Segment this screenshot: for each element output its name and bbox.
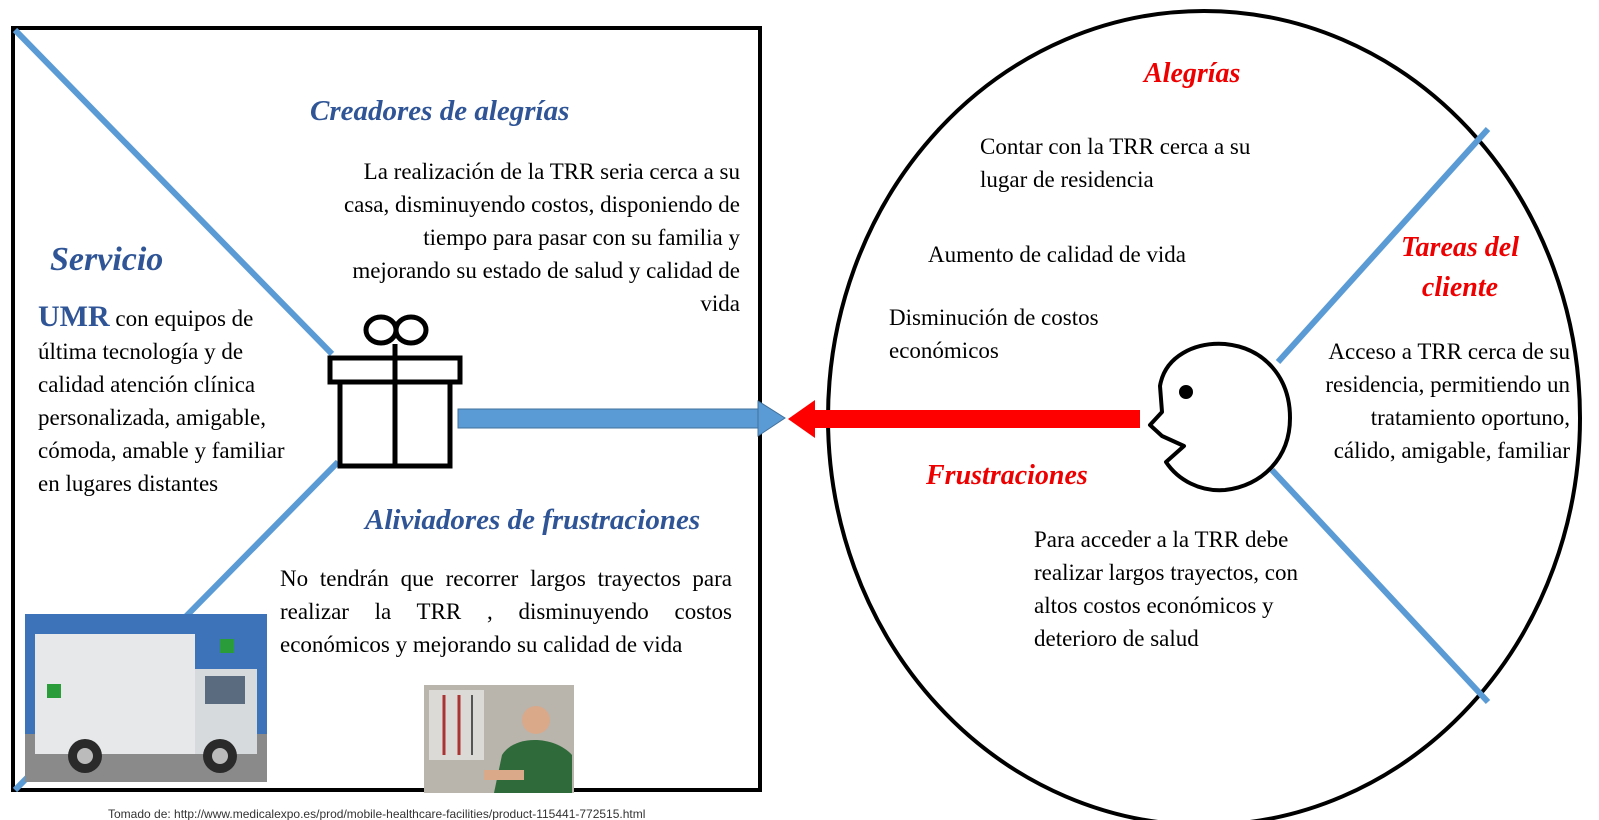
gain-creators-text: La realización de la TRR seria cerca a s…: [343, 159, 740, 316]
square-divider-upper: [12, 27, 335, 357]
service-heading: Servicio: [50, 241, 164, 278]
source-caption: Tomado de: http://www.medicalexpo.es/pro…: [108, 807, 646, 820]
gains-item-3: Disminución de costos económicos: [889, 305, 1099, 363]
gain-creators-heading: Creadores de alegrías: [310, 95, 570, 127]
red-arrow-head: [788, 400, 815, 438]
blue-arrow-head: [757, 400, 786, 437]
red-arrow-shaft: [812, 410, 1140, 428]
blue-arrow-shaft: [457, 408, 759, 429]
mobile-unit-truck-photo: [25, 614, 267, 782]
circle-divider-lower: [1269, 467, 1491, 705]
customer-jobs-heading: Tareas del cliente: [1401, 232, 1519, 303]
pains-heading: Frustraciones: [926, 460, 1088, 491]
pains-text: Para acceder a la TRR debe realizar larg…: [1034, 527, 1298, 651]
service-description: UMR con equipos de última tecnología y d…: [38, 300, 290, 500]
gift-icon: [327, 314, 463, 469]
dialysis-patient-photo: [424, 685, 574, 793]
gains-item-2: Aumento de calidad de vida: [928, 242, 1187, 267]
umr-label: UMR: [38, 300, 110, 333]
service-description-text: con equipos de última tecnología y de ca…: [38, 306, 285, 496]
pain-relievers-text: No tendrán que recorrer largos trayectos…: [280, 566, 732, 657]
pain-relievers-heading: Aliviadores de frustraciones: [365, 504, 701, 536]
customer-face-icon: [1148, 341, 1292, 493]
customer-jobs-text: Acceso a TRR cerca de su residencia, per…: [1325, 339, 1570, 463]
circle-divider-upper: [1275, 126, 1491, 365]
gains-heading: Alegrías: [1144, 58, 1241, 89]
gains-item-1: Contar con la TRR cerca a su lugar de re…: [980, 134, 1251, 192]
